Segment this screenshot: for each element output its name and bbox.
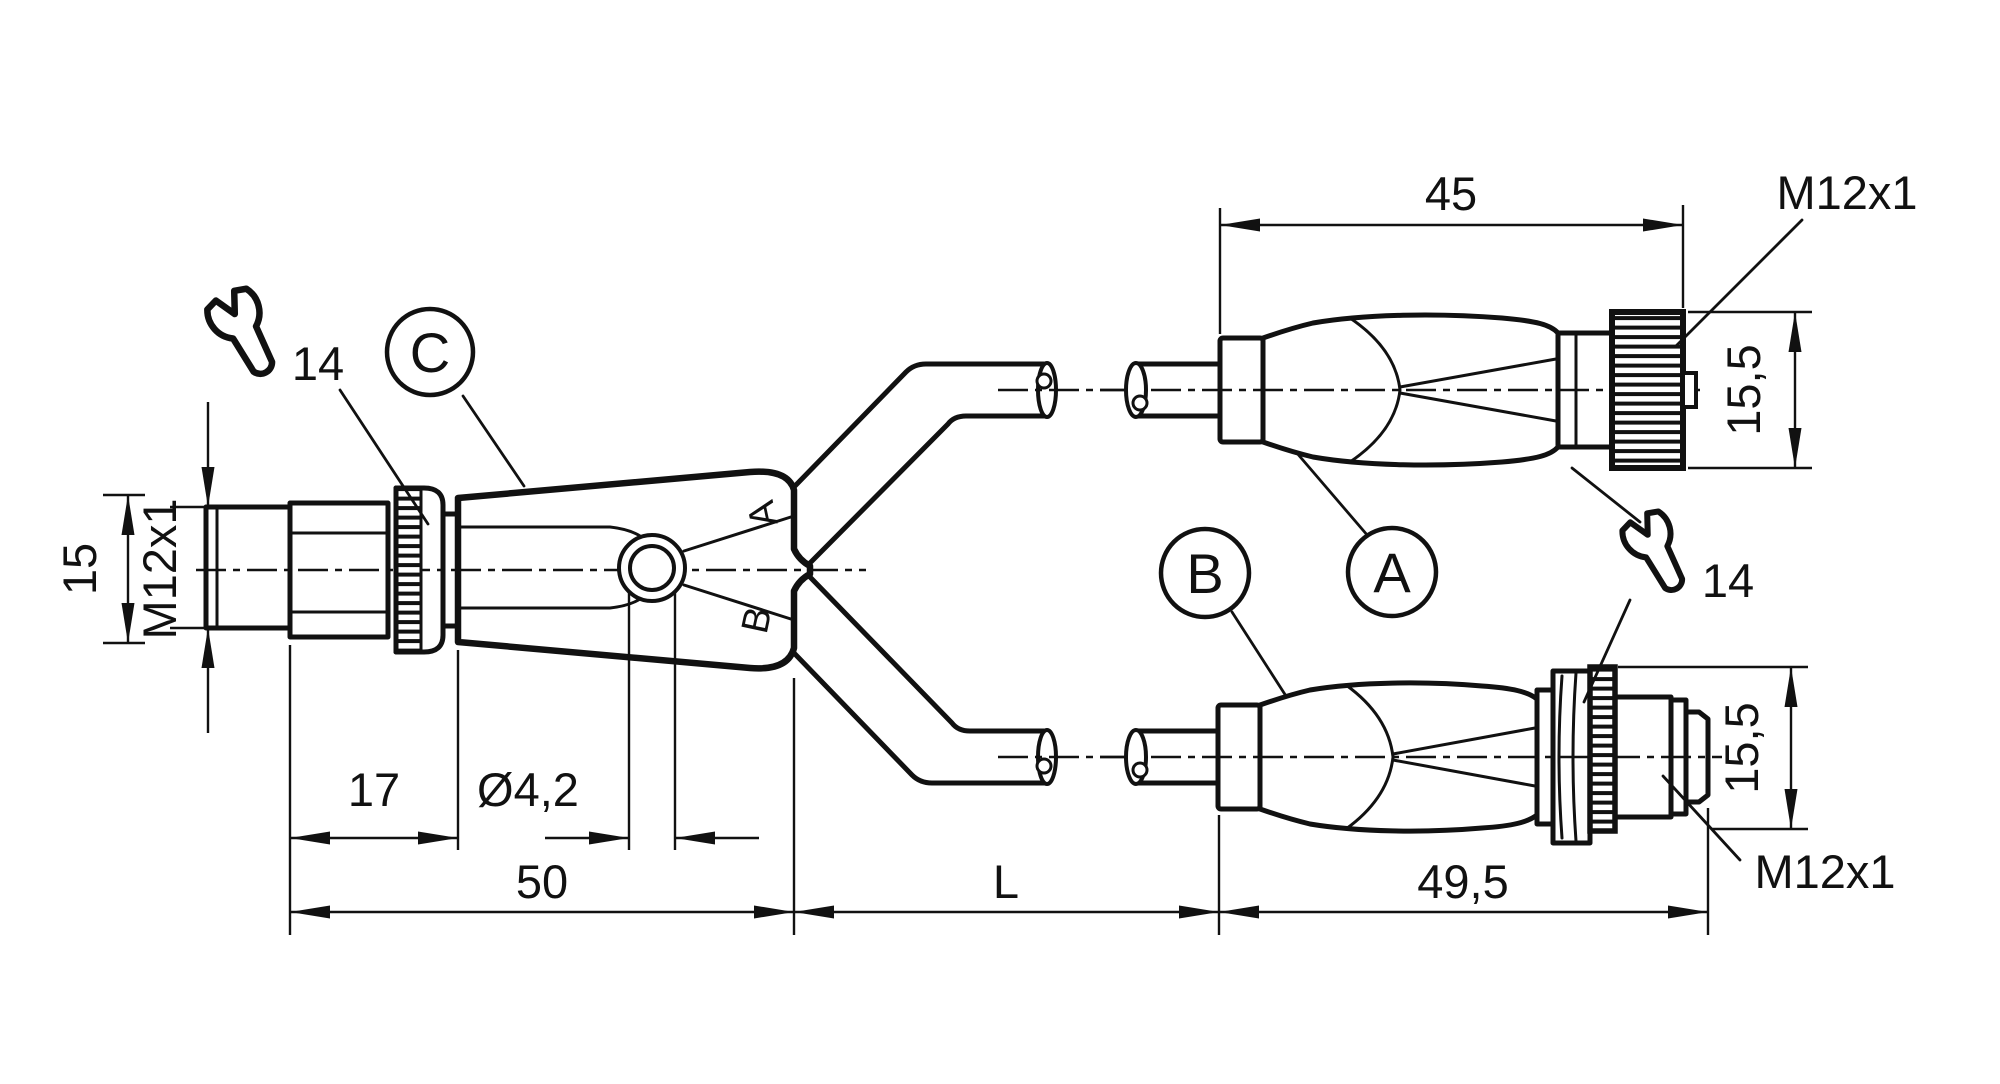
dimensions: 15 M12x1 17 Ø4,2 50 L 49,5 45 xyxy=(53,166,1918,935)
wrench-size-left-label: 14 xyxy=(292,337,344,390)
dim-45-label: 45 xyxy=(1425,167,1477,220)
dim-50: 50 xyxy=(290,855,794,919)
part-b-letter: B xyxy=(1186,542,1223,605)
hex-nut xyxy=(287,500,391,640)
splitter-left-assembly: A B xyxy=(196,361,1124,786)
dim-49-5-label: 49,5 xyxy=(1417,855,1508,908)
dim-50-label: 50 xyxy=(516,855,568,908)
dim-hole-diameter: Ø4,2 xyxy=(477,763,759,845)
branch-a-letter: A xyxy=(740,496,786,530)
thread-label-left: M12x1 xyxy=(133,498,186,639)
part-c-letter: C xyxy=(410,321,450,384)
dim-17-label: 17 xyxy=(348,763,400,816)
dim-15-5-bottom: 15,5 xyxy=(1715,667,1798,829)
dim-15-left: 15 M12x1 xyxy=(53,402,215,733)
dim-15-label: 15 xyxy=(53,543,106,595)
coupling-nut-a xyxy=(1609,309,1686,471)
connector-a xyxy=(1100,309,1700,471)
part-a-letter: A xyxy=(1373,541,1411,604)
part-badge-a: A xyxy=(1294,450,1439,619)
dim-L: L xyxy=(794,855,1219,919)
dim-15-5-top: 15,5 xyxy=(1717,312,1802,468)
knurl-texture xyxy=(396,489,421,651)
dim-hole-label: Ø4,2 xyxy=(477,763,579,816)
branch-b-letter: B xyxy=(734,604,780,638)
thread-callout-top: M12x1 xyxy=(1674,166,1918,348)
thread-callout-bottom: M12x1 xyxy=(1661,774,1896,898)
dim-15-5-top-label: 15,5 xyxy=(1717,344,1770,435)
part-badge-c: C xyxy=(384,306,526,488)
wrench-icon-right: 14 xyxy=(1570,466,1754,704)
dim-17: 17 xyxy=(290,763,458,845)
dim-49-5: 49,5 xyxy=(1219,855,1708,919)
dim-15-5-bottom-label: 15,5 xyxy=(1715,702,1768,793)
dim-45: 45 xyxy=(1220,167,1683,232)
wrench-size-right-label: 14 xyxy=(1702,554,1754,607)
male-connector-left xyxy=(203,500,391,640)
branch-cables xyxy=(791,361,1124,786)
mounting-hole xyxy=(628,544,676,592)
connector-b xyxy=(1100,664,1722,846)
coupling-ring-left xyxy=(393,485,461,655)
thread-label-top-right: M12x1 xyxy=(1776,166,1917,219)
dim-L-label: L xyxy=(993,855,1019,908)
part-badge-b: B xyxy=(1158,526,1288,698)
thread-label-bottom-right: M12x1 xyxy=(1754,845,1895,898)
coupling-nut-b xyxy=(1587,664,1618,834)
wrench-icon-left: 14 xyxy=(202,284,430,526)
